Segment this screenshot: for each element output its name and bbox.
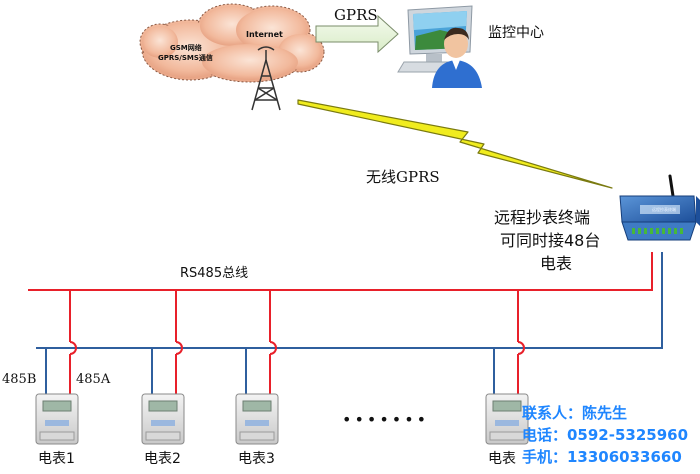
bus-a-label: 485A bbox=[76, 372, 111, 387]
contact-name: 联系人：陈先生 bbox=[522, 404, 628, 422]
wireless-gprs-label: 无线GPRS bbox=[366, 168, 440, 186]
remote-terminal-device-icon bbox=[619, 174, 700, 241]
internet-label: Internet bbox=[246, 30, 283, 39]
terminal-desc-line2: 可同时接48台 bbox=[500, 231, 601, 250]
terminal-desc-line1: 远程抄表终端 bbox=[494, 208, 591, 227]
radio-tower-icon bbox=[251, 46, 281, 111]
gprs-sms-label: GPRS/SMS通信 bbox=[158, 54, 213, 62]
terminal-desc-line3: 电表 bbox=[540, 254, 573, 273]
meter-3-icon bbox=[235, 393, 279, 445]
bus-b-label: 485B bbox=[2, 372, 37, 387]
meter-3-label: 电表3 bbox=[238, 451, 275, 467]
wireless-lightning-icon bbox=[297, 99, 613, 189]
meter-1-label: 电表1 bbox=[38, 451, 75, 467]
rs485-bus-label: RS485总线 bbox=[180, 266, 249, 281]
network-cloud bbox=[139, 3, 325, 83]
monitor-center-label: 监控中心 bbox=[488, 25, 544, 41]
rs485-bus-wiring bbox=[28, 252, 663, 400]
operator-person-icon bbox=[432, 27, 482, 88]
gsm-network-label: GSM网络 bbox=[170, 44, 202, 52]
contact-phone: 电话：0592-5325960 bbox=[522, 426, 689, 444]
device-caption: 远程抄表终端 bbox=[652, 207, 676, 212]
meter-1-icon bbox=[35, 393, 79, 445]
bus-a-line bbox=[28, 252, 653, 291]
contact-mobile: 手机：13306033660 bbox=[522, 448, 682, 466]
meter-n-icon bbox=[485, 393, 529, 445]
gprs-arrow bbox=[315, 14, 399, 54]
gprs-link-label: GPRS bbox=[334, 6, 378, 24]
bus-b-line bbox=[36, 252, 663, 349]
more-meters-ellipsis: ••••••• bbox=[342, 410, 430, 429]
meter-n-label: 电表 bbox=[488, 451, 516, 467]
meter-2-icon bbox=[141, 393, 185, 445]
meter-2-label: 电表2 bbox=[144, 451, 181, 467]
